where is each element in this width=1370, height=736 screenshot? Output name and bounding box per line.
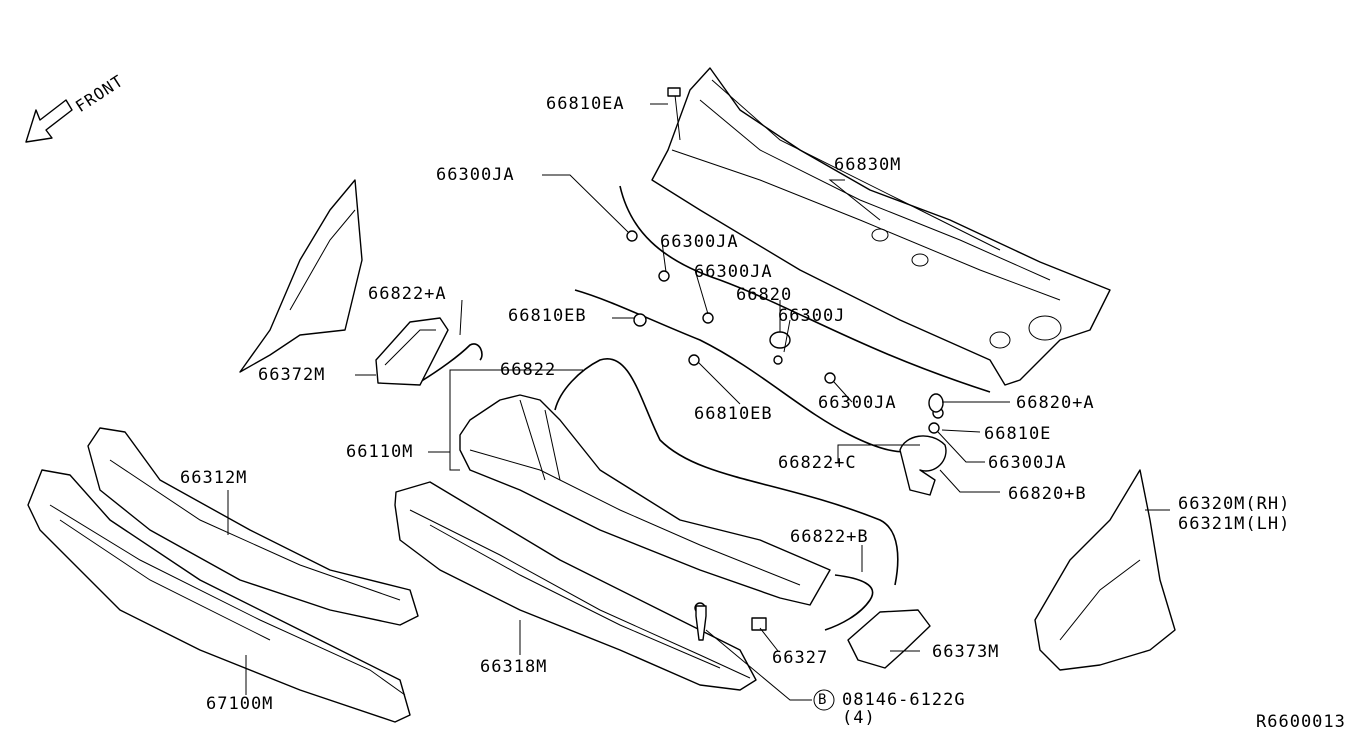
label-66321M: 66321M(LH) xyxy=(1178,514,1291,534)
bracket-66372M xyxy=(375,317,449,386)
diagram-id: R6600013 xyxy=(1256,712,1346,732)
label-66300JA-4: 66300JA xyxy=(818,393,897,413)
harness-66822c xyxy=(574,289,921,453)
washer-motor xyxy=(899,435,947,496)
label-66830M: 66830M xyxy=(834,155,902,175)
leader-lines xyxy=(227,103,1170,711)
bolt-icon xyxy=(695,605,707,641)
label-66300J: 66300J xyxy=(778,306,846,326)
cowl-top-panel xyxy=(651,67,1111,386)
label-bolt-code: 08146-6122G xyxy=(842,690,966,710)
label-66320M: 66320M(RH) xyxy=(1178,494,1291,514)
label-66822B: 66822+B xyxy=(790,527,869,547)
label-66810EB-2: 66810EB xyxy=(694,404,773,424)
label-66300JA-3: 66300JA xyxy=(694,262,773,282)
panel-66312M xyxy=(87,427,419,626)
harness-66300 xyxy=(619,185,991,393)
label-66820A: 66820+A xyxy=(1016,393,1095,413)
label-66372M: 66372M xyxy=(258,365,326,385)
label-66810EB-1: 66810EB xyxy=(508,306,587,326)
cowl-crossmember xyxy=(459,394,831,606)
label-66822A: 66822+A xyxy=(368,284,447,304)
label-66373M: 66373M xyxy=(932,642,1000,662)
label-66822C: 66822+C xyxy=(778,453,857,473)
label-bolt-qty: (4) xyxy=(842,708,876,728)
label-66300JA-5: 66300JA xyxy=(988,453,1067,473)
harness-66822b xyxy=(824,574,874,631)
harness-66822a xyxy=(414,343,483,386)
label-66822: 66822 xyxy=(500,360,557,380)
label-66327: 66327 xyxy=(772,648,829,668)
label-66312M: 66312M xyxy=(180,468,248,488)
label-66300JA-2: 66300JA xyxy=(660,232,739,252)
front-arrow-icon xyxy=(25,99,73,143)
label-66110M: 66110M xyxy=(346,442,414,462)
label-66300JA-1: 66300JA xyxy=(436,165,515,185)
label-66810EA: 66810EA xyxy=(546,94,625,114)
side-panel-left xyxy=(239,179,363,373)
dash-panel-67100M xyxy=(27,469,411,723)
bolt-circle-letter: B xyxy=(818,692,828,708)
label-67100M: 67100M xyxy=(206,694,274,714)
label-66820B: 66820+B xyxy=(1008,484,1087,504)
harness-66822 xyxy=(554,357,899,586)
label-66810E: 66810E xyxy=(984,424,1052,444)
label-66318M: 66318M xyxy=(480,657,548,677)
panel-66318M xyxy=(394,481,757,691)
bracket-66373M xyxy=(847,609,931,669)
label-66820: 66820 xyxy=(736,285,793,305)
side-panel-right xyxy=(1034,469,1176,671)
